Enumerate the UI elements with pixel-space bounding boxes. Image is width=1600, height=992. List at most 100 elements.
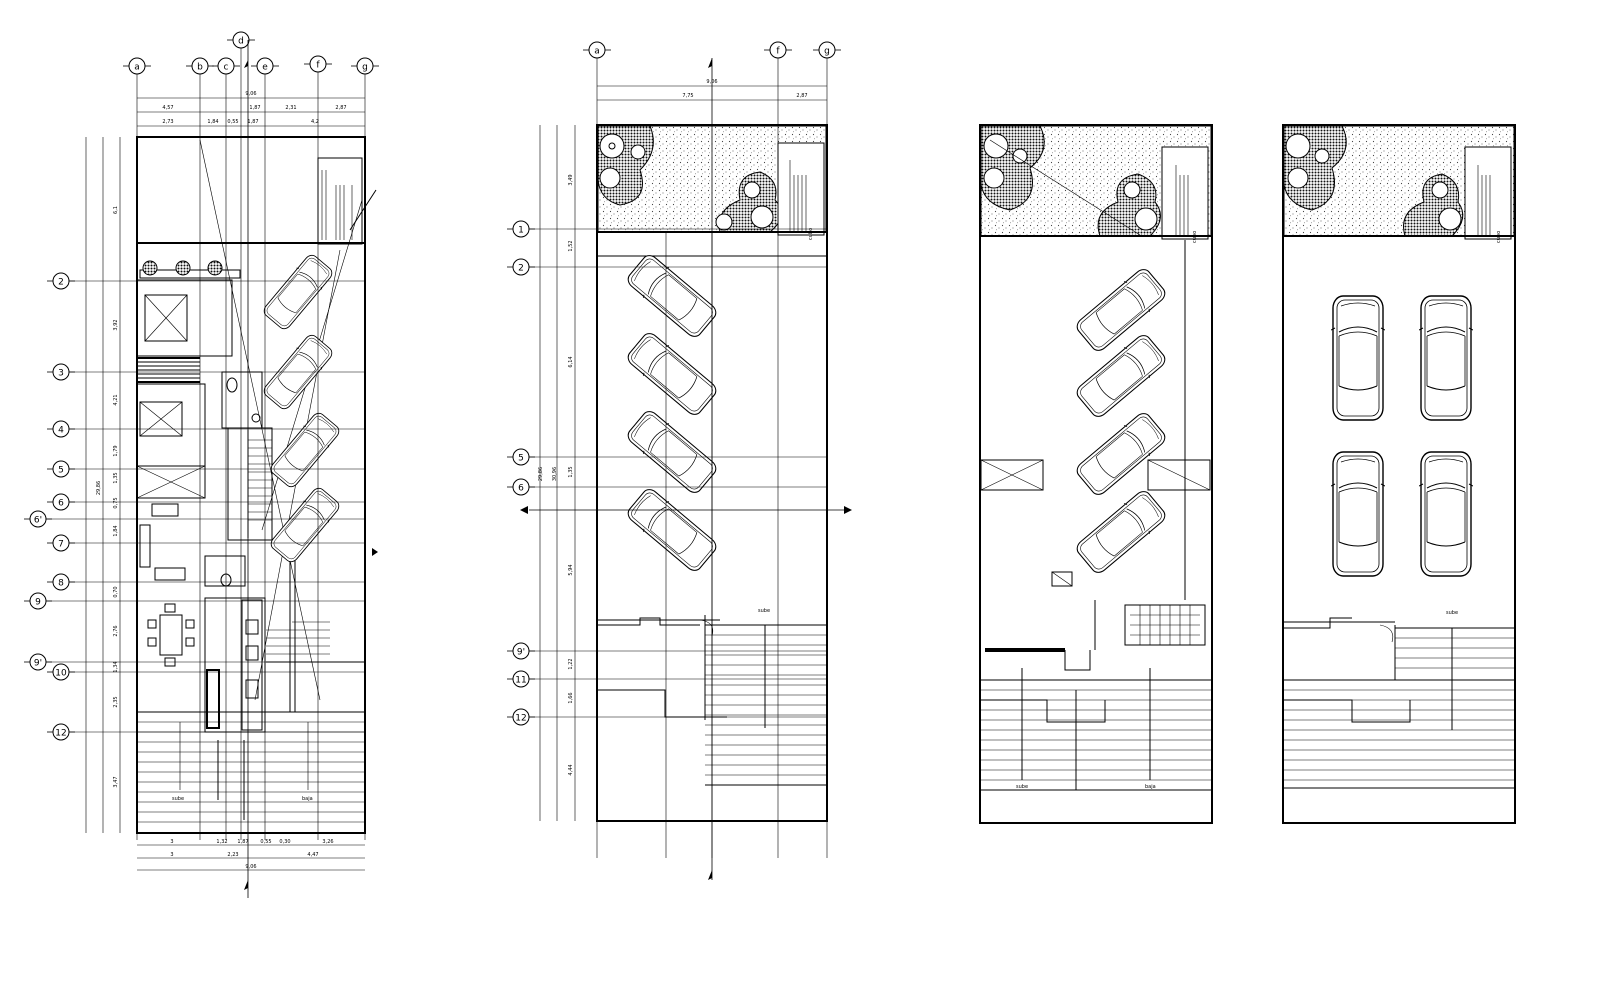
grid-bubble: 6 [507, 478, 535, 496]
dimension-label: 1,84 [113, 525, 119, 536]
grid-bubble: 6 [47, 493, 75, 511]
grid-bubble: b [186, 57, 214, 75]
grid-bubble-label: c [224, 63, 229, 73]
grid-bubble-label: e [262, 63, 268, 73]
plan2-parked-cars [623, 250, 721, 576]
plan2-grid-and-dims: afg12569'11129,067,752,873,491,526,141,3… [507, 41, 852, 880]
plan1-parked-cars [260, 251, 343, 566]
dimension-label: 1,84 [207, 119, 218, 125]
car-icon [623, 250, 721, 342]
car-icon [1331, 451, 1385, 577]
grid-bubble-label: f [316, 61, 320, 71]
car-icon [623, 484, 721, 576]
plan2-rear-stair [777, 142, 825, 236]
grid-bubble: g [351, 57, 379, 75]
dimension-label: 3,49 [568, 174, 574, 185]
grid-bubble: 6' [24, 510, 52, 528]
dimension-label: 1,79 [113, 445, 119, 456]
plan1-rear-stair-treads [321, 170, 353, 240]
plan-1-ground-floor: sube baja [136, 136, 377, 834]
dimension-label: 1,87 [249, 105, 260, 111]
car-icon [267, 409, 343, 491]
plan4-label-sube: sube [1446, 610, 1458, 616]
grid-bubble: 5 [507, 448, 535, 466]
grid-bubble: 11 [507, 670, 535, 688]
dimension-label: 4,2 [311, 119, 319, 125]
grid-bubble-label: 2 [518, 264, 524, 274]
plan3-label-baja: baja [1145, 784, 1156, 790]
plan2-label-cubo: cubo [808, 228, 814, 240]
dimension-label: 0,70 [113, 586, 119, 597]
grid-bubble: 9' [24, 653, 52, 671]
grid-bubble: 9 [24, 592, 52, 610]
dimension-label: 4,57 [162, 105, 173, 111]
plan1-rear-yard [136, 136, 366, 244]
plan1-stair-bars [137, 357, 200, 383]
dimension-label: 3,47 [113, 776, 119, 787]
grid-bubble: e [251, 57, 279, 75]
dimension-label: 2,35 [113, 696, 119, 707]
grid-bubble: 12 [47, 723, 75, 741]
dimension-label: 6,14 [568, 356, 574, 367]
car-icon [1419, 451, 1473, 577]
grid-bubble: 10 [47, 663, 75, 681]
grid-bubble: f [304, 55, 332, 73]
grid-bubble: a [583, 41, 611, 59]
plan1-staircase [227, 427, 273, 541]
dimension-label: 2,73 [162, 119, 173, 125]
plan1-bedroom-2 [136, 383, 206, 467]
grid-bubble: d [227, 31, 255, 49]
grid-bubble-label: f [776, 47, 780, 57]
grid-bubble-label: 9 [35, 598, 41, 608]
plan1-outline [136, 136, 366, 834]
car-icon [260, 251, 336, 333]
dimension-label: 9,06 [245, 91, 256, 97]
plan3-outline [979, 124, 1213, 824]
dimension-label: 3 [170, 839, 173, 845]
car-icon [267, 484, 343, 566]
dimension-label: 4,44 [568, 764, 574, 775]
grid-bubble-label: 10 [55, 669, 67, 679]
dimension-label: 1,35 [568, 466, 574, 477]
dimension-label: 0,55 [227, 119, 238, 125]
grid-bubble-label: 5 [518, 454, 524, 464]
grid-bubble: g [813, 41, 841, 59]
dimension-label: 1,22 [568, 658, 574, 669]
dimension-label: 2,76 [113, 625, 119, 636]
dimension-label: 2,23 [227, 852, 238, 858]
grid-bubble-label: 7 [58, 540, 64, 550]
car-icon [1072, 330, 1170, 422]
dimension-label: 0,75 [113, 497, 119, 508]
dimension-label: 4,21 [113, 394, 119, 405]
dimension-label: 29,86 [96, 481, 102, 495]
armchair-icon [154, 567, 186, 581]
dimension-label: 9,06 [245, 864, 256, 870]
grid-bubble-label: a [134, 63, 140, 73]
plan3-label-sube: sube [1016, 784, 1028, 790]
dimension-label: 0,30 [279, 839, 290, 845]
car-icon [1331, 295, 1385, 421]
dimension-label: 3,92 [113, 319, 119, 330]
plan4-outline [1282, 124, 1516, 824]
grid-bubble: 8 [47, 573, 75, 591]
plan1-label-sube: sube [172, 796, 184, 802]
plan2-rear-stair-treads [789, 160, 807, 232]
plan4-label-cubo: cubo [1496, 231, 1502, 243]
dimension-label: 0,55 [260, 839, 271, 845]
plan1-shrubs [142, 260, 223, 276]
dimension-label: 1,66 [568, 692, 574, 703]
grid-bubble-label: b [197, 63, 203, 73]
dimension-label: 1,87 [237, 839, 248, 845]
car-icon [1072, 264, 1170, 356]
car-icon [623, 328, 721, 420]
car-icon [1419, 295, 1473, 421]
grid-bubble: 2 [47, 272, 75, 290]
grid-bubble: 12 [507, 708, 535, 726]
grid-bubble-label: a [594, 47, 600, 57]
plan3-label-cubo: cubo [1192, 231, 1198, 243]
grid-bubble: a [123, 57, 151, 75]
dimension-label: 29,86 [538, 467, 544, 481]
plan-3-parking: sube baja cubo [979, 124, 1213, 824]
plan3-rear-stair [1161, 146, 1209, 240]
dimension-label: 7,75 [682, 93, 693, 99]
